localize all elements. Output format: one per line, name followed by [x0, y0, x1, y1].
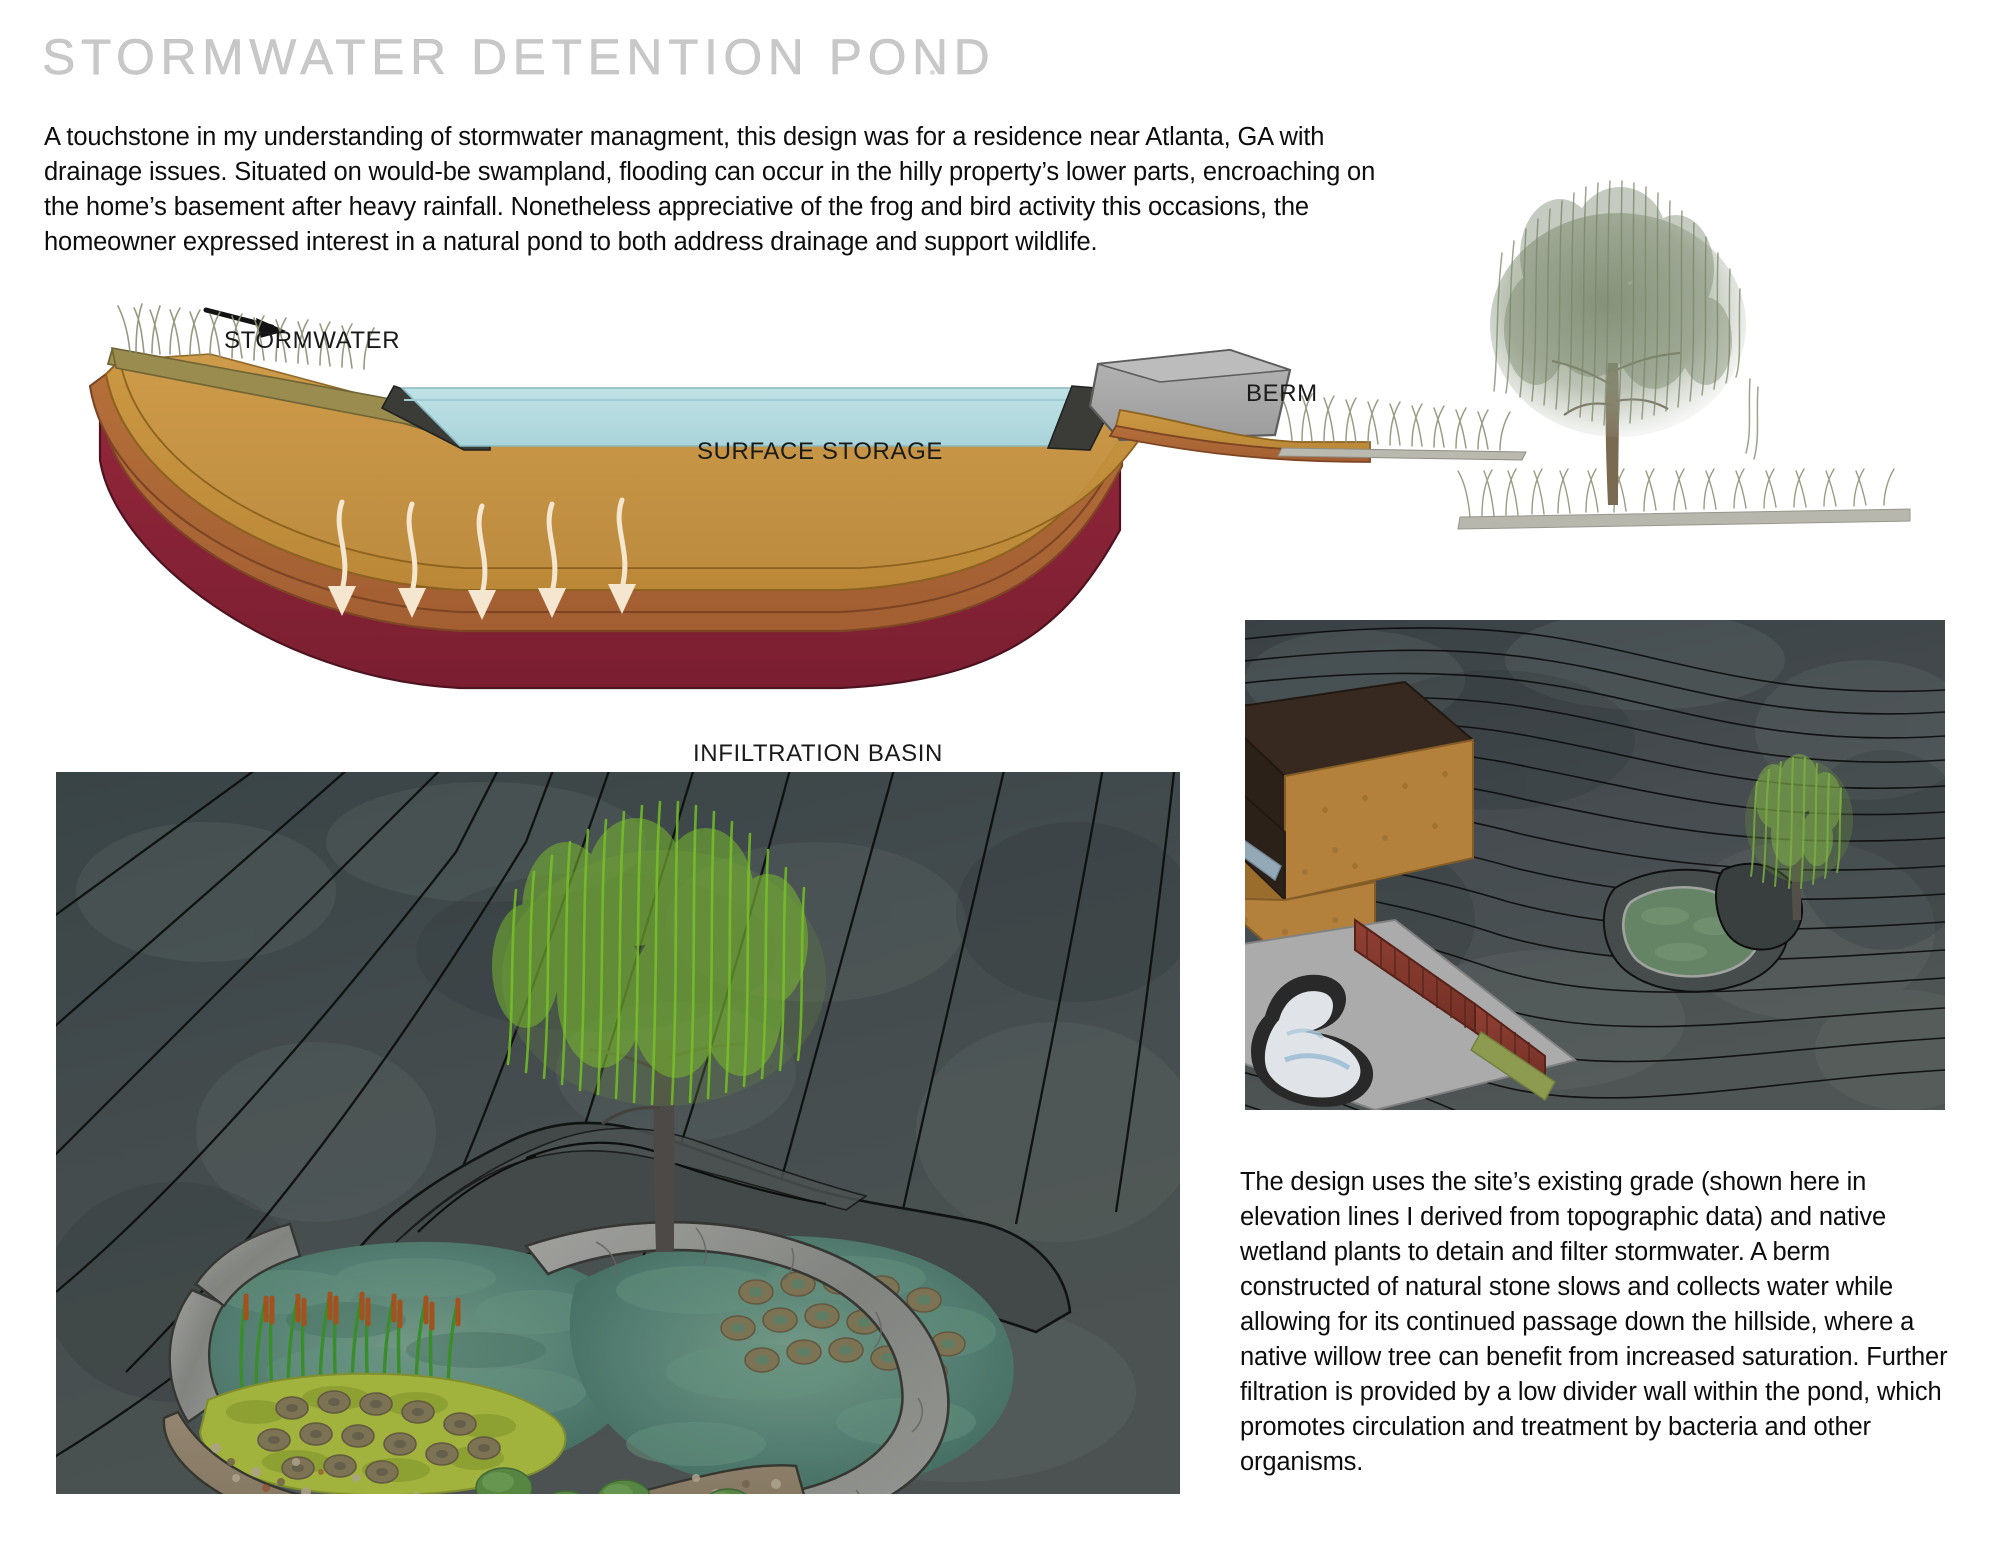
grass-tuft-left — [117, 303, 375, 370]
gravel-mulch-bed — [162, 1410, 805, 1494]
stone-divider-wall — [523, 1220, 950, 1494]
willow-tree-site — [1745, 754, 1853, 920]
willow-tree-illustration — [1457, 180, 1911, 530]
label-berm: BERM — [1246, 380, 1318, 407]
pool-area — [1245, 918, 1578, 1110]
site-plan-render — [1245, 620, 1945, 1110]
pond-cross-section-diagram — [88, 303, 1527, 690]
stone-rim-left-upper — [194, 1222, 302, 1308]
intro-paragraph: A touchstone in my understanding of stor… — [44, 123, 1376, 256]
label-surface-storage: SURFACE STORAGE — [697, 438, 943, 465]
willow-tree-render — [492, 800, 826, 1252]
pond-site-feature — [1602, 862, 1804, 993]
water-texture-left — [206, 1258, 596, 1446]
willow-foliage-texture — [1504, 187, 1732, 389]
stone-wall-joints — [595, 1227, 924, 1494]
pond-perspective-render — [56, 772, 1180, 1494]
infiltration-arrow-group — [336, 497, 628, 597]
lilypad-cluster-left — [257, 1390, 501, 1484]
grass-strip-right — [1277, 393, 1527, 461]
label-stormwater: STORMWATER — [224, 327, 401, 354]
ground-strip — [1457, 508, 1911, 530]
title-decoration-dot — [930, 70, 935, 75]
berm-ridge-lines — [417, 1141, 827, 1233]
berm-top-facet — [1097, 349, 1291, 383]
site-description-paragraph: The design uses the site’s existing grad… — [1240, 1168, 1948, 1476]
grass-under-willow — [1457, 468, 1895, 518]
willow-weeping-strands — [1493, 180, 1759, 460]
stone-rim-left — [168, 1288, 226, 1424]
shrub-clumps — [475, 1467, 747, 1494]
infiltration-arrow-heads — [328, 584, 636, 620]
page-title: STORMWATER DETENTION POND — [42, 29, 996, 85]
label-infiltration-basin: INFILTRATION BASIN — [693, 740, 943, 767]
